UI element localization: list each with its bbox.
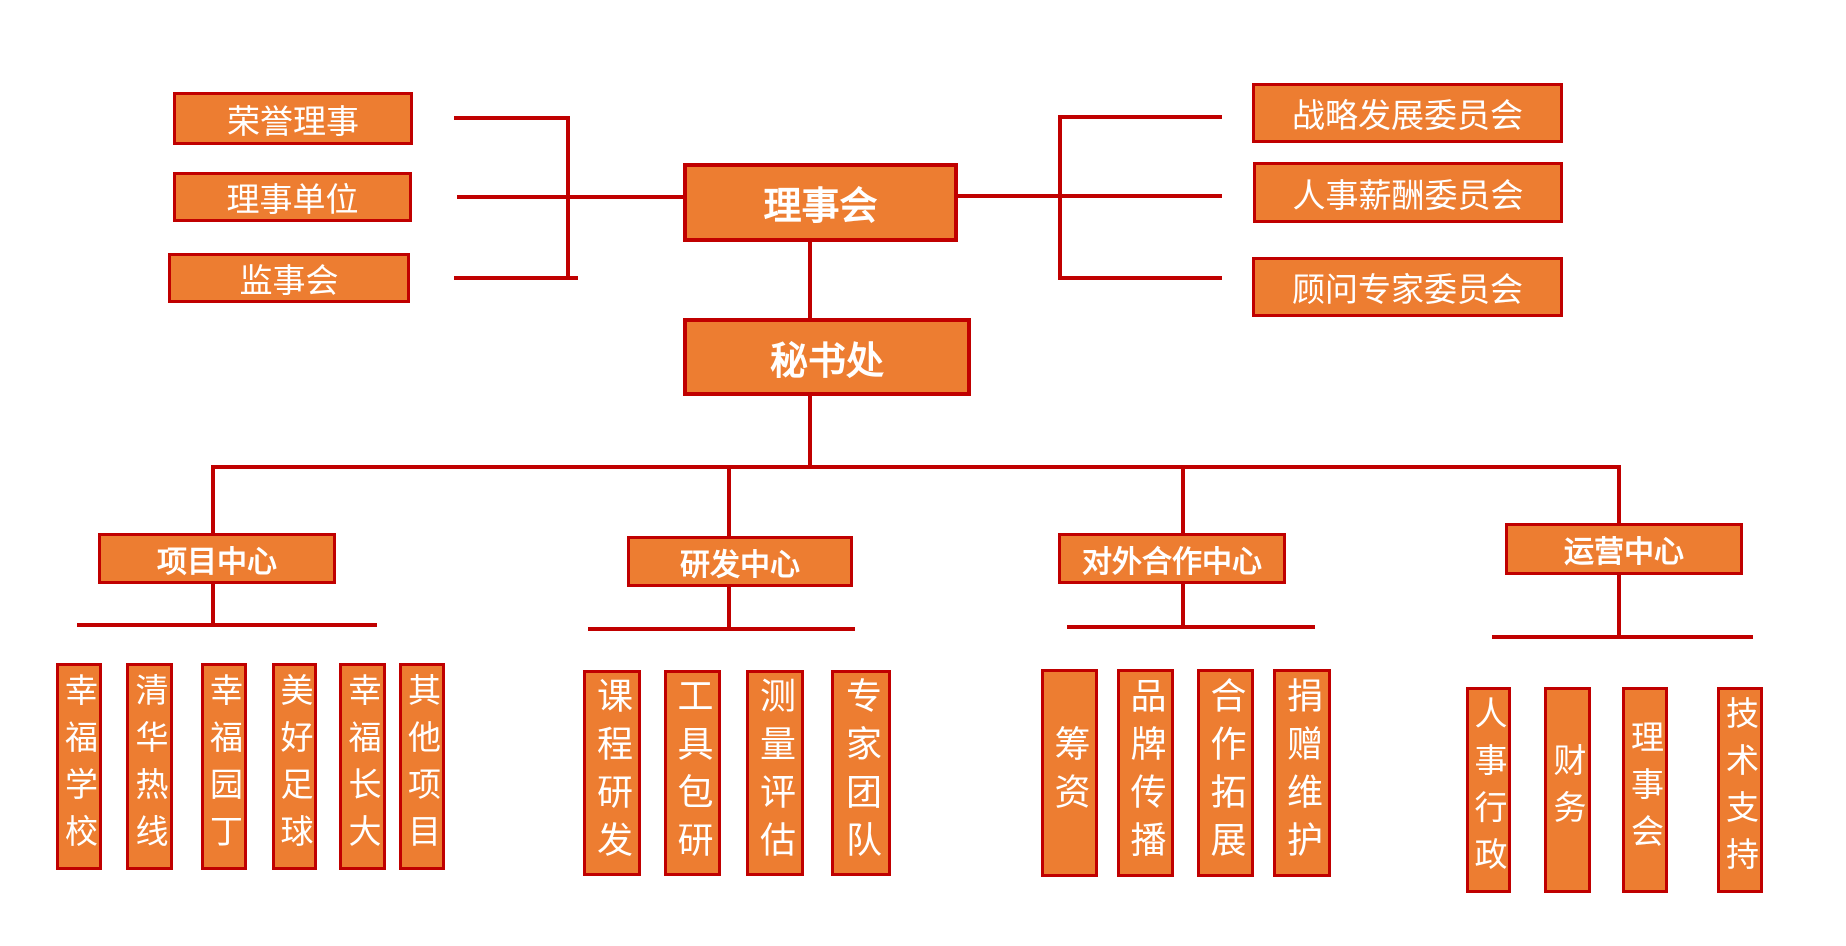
node-strategy-committee: 战略发展委员会 [1252,83,1563,143]
node-expert-team: 专家团队 [831,670,891,876]
node-secretariat: 秘书处 [683,318,971,396]
node-supervisory-board: 监事会 [168,253,410,303]
node-course-rd: 课程研发 [583,670,641,876]
node-hr-committee: 人事薪酬委员会 [1253,162,1563,223]
node-tech-support: 技术支持 [1717,687,1763,893]
node-label: 工具包研 [672,677,714,869]
node-member-units: 理事单位 [173,172,412,222]
node-operations-center: 运营中心 [1505,523,1743,575]
node-label: 筹资 [1049,725,1091,821]
node-project-center: 项目中心 [98,533,336,584]
node-label: 幸福长大 [344,672,381,861]
node-finance: 财务 [1544,687,1591,893]
node-label: 测量评估 [755,677,796,869]
node-advisory-committee: 顾问专家委员会 [1252,257,1563,317]
node-cooperation-center: 对外合作中心 [1058,533,1286,584]
node-rd-center: 研发中心 [627,536,853,587]
node-measurement-eval: 测量评估 [746,670,804,876]
node-xingfu-gardener: 幸福园丁 [201,663,247,870]
node-label: 品牌传播 [1125,677,1167,869]
node-qinghua-hotline: 清华热线 [126,663,173,870]
node-fundraising: 筹资 [1041,669,1098,877]
node-label: 美好足球 [276,672,313,861]
node-xingfu-growup: 幸福长大 [339,663,386,870]
node-hr-admin: 人事行政 [1466,687,1511,893]
node-label: 财务 [1549,743,1586,837]
node-meihao-football: 美好足球 [272,663,317,870]
node-other-projects: 其他项目 [399,663,445,870]
node-honorary-director: 荣誉理事 [173,92,413,145]
connector-lines [77,115,1753,639]
node-label: 合作拓展 [1205,677,1247,869]
node-label: 其他项目 [403,672,441,861]
node-label: 幸福学校 [60,672,98,861]
node-label: 技术支持 [1721,696,1759,884]
node-label: 捐赠维护 [1282,677,1323,869]
node-cooperation-expansion: 合作拓展 [1197,669,1254,877]
node-board: 理事会 [683,163,958,242]
node-xingfu-school: 幸福学校 [56,663,102,870]
node-label: 幸福园丁 [205,672,243,861]
node-label: 清华热线 [131,672,168,861]
node-label: 课程研发 [592,677,633,869]
node-label: 专家团队 [841,677,882,869]
node-brand-communication: 品牌传播 [1117,669,1174,877]
node-label: 理事会 [1626,719,1664,861]
node-board-affairs: 理事会 [1622,687,1668,893]
node-donation-maintenance: 捐赠维护 [1273,669,1331,877]
node-toolkit-rd: 工具包研 [664,670,721,876]
node-label: 人事行政 [1470,696,1507,884]
